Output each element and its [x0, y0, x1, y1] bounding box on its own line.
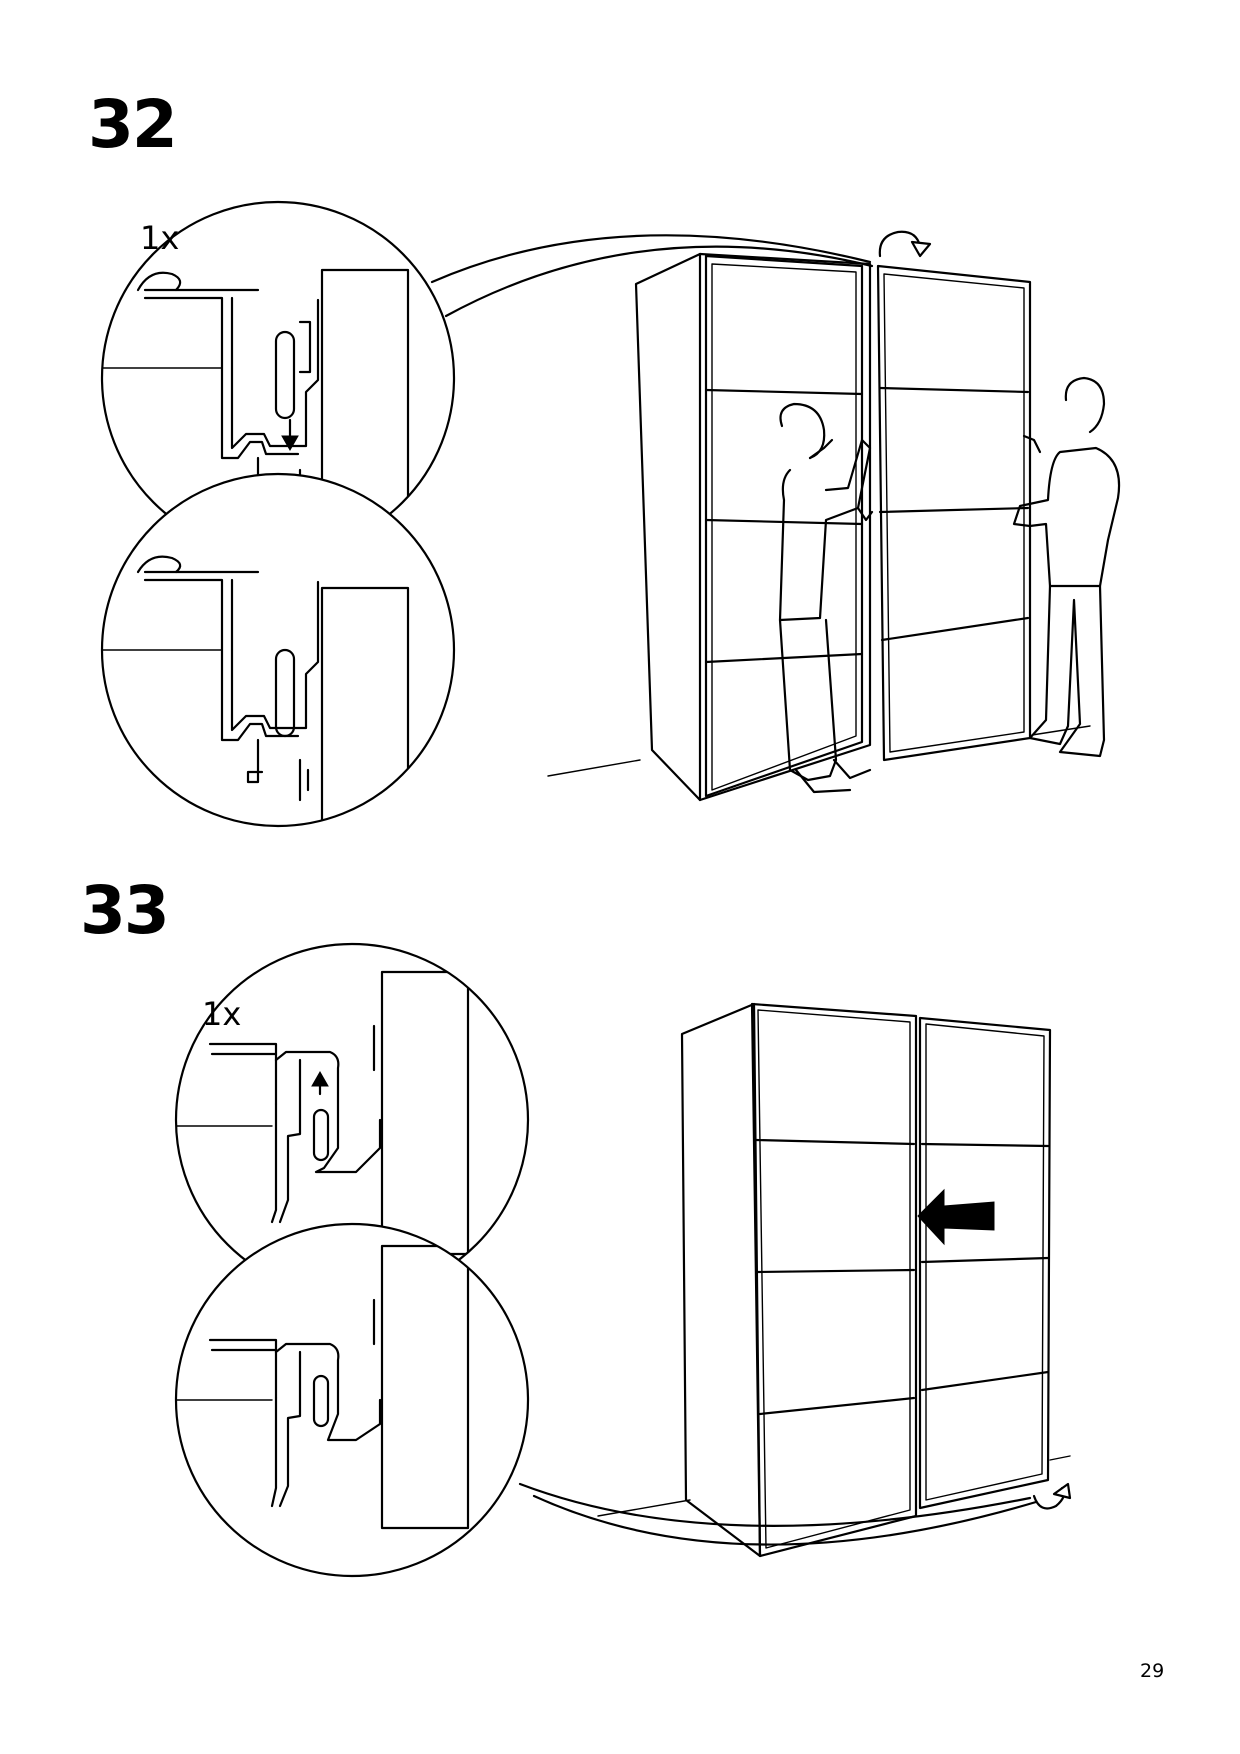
person-right [1012, 376, 1121, 758]
up-arrow-icon [311, 1070, 329, 1087]
down-arrow-icon [281, 435, 299, 452]
step-32-detail-bottom [100, 472, 456, 828]
step-32-wardrobe [547, 230, 1091, 802]
step-32-number: 32 [88, 86, 178, 163]
step-33-number: 33 [80, 872, 170, 949]
step-33-detail-bottom [174, 1222, 530, 1578]
person-left [778, 402, 874, 794]
step-33-illustration [174, 942, 1072, 1578]
page-number: 29 [1140, 1660, 1165, 1682]
step-32-illustration [100, 200, 1121, 828]
rotate-arrow-icon [878, 230, 932, 258]
rotate-arrow-icon [1032, 1482, 1072, 1510]
push-arrow-icon [917, 1188, 995, 1246]
step-33-wardrobe [597, 1002, 1072, 1558]
